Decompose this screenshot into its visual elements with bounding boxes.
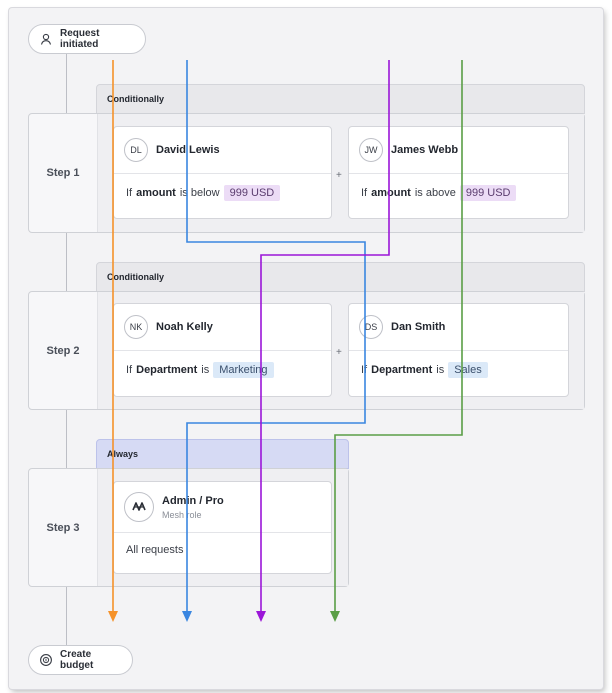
- step-1-condition-label: Conditionally: [107, 94, 164, 104]
- approver-rule: If amount is above 999 USD: [361, 185, 517, 201]
- end-node-label: Create budget: [60, 649, 94, 671]
- step-2-condition: Conditionally: [96, 262, 585, 292]
- rule-operator: is: [436, 364, 445, 376]
- step-2-condition-label: Conditionally: [107, 272, 164, 282]
- approver-name: Dan Smith: [391, 321, 446, 333]
- rule-prefix: If: [126, 364, 133, 376]
- approver-rule: If amount is below 999 USD: [126, 185, 281, 201]
- and-joiner: +: [336, 170, 342, 181]
- rule-value-tag: Marketing: [213, 362, 274, 378]
- rule-prefix: If: [126, 187, 133, 199]
- approver-name: David Lewis: [156, 144, 220, 156]
- rule-value-tag: 999 USD: [223, 185, 281, 201]
- avatar: NK: [124, 315, 148, 339]
- start-node[interactable]: Request initiated: [28, 24, 146, 54]
- approver-role: Mesh role: [162, 509, 202, 520]
- approver-card-header: Admin / Pro Mesh role: [114, 482, 331, 533]
- approver-rule: If Department is Marketing: [126, 362, 274, 378]
- and-joiner: +: [336, 347, 342, 358]
- avatar: JW: [359, 138, 383, 162]
- rule-prefix: If: [361, 364, 368, 376]
- avatar: DL: [124, 138, 148, 162]
- approver-rule: All requests: [126, 544, 184, 556]
- step-3-condition: Always: [96, 439, 349, 469]
- approver-card-dan-smith[interactable]: DS Dan Smith If Department is Sales: [348, 303, 569, 397]
- approver-card-david-lewis[interactable]: DL David Lewis If amount is below 999 US…: [113, 126, 332, 219]
- rule-field: Department: [136, 364, 198, 376]
- approver-card-james-webb[interactable]: JW James Webb If amount is above 999 USD: [348, 126, 569, 219]
- approver-card-header: JW James Webb: [349, 127, 568, 174]
- coin-icon: [39, 653, 53, 667]
- avatar: DS: [359, 315, 383, 339]
- avatar-initials: JW: [364, 145, 378, 155]
- end-node[interactable]: Create budget: [28, 645, 133, 675]
- approver-card-noah-kelly[interactable]: NK Noah Kelly If Department is Marketing: [113, 303, 332, 397]
- step-1-condition: Conditionally: [96, 84, 585, 114]
- approver-card-admin-pro[interactable]: Admin / Pro Mesh role All requests: [113, 481, 332, 574]
- step-3-label: Step 3: [46, 521, 80, 534]
- step-3-condition-label: Always: [107, 449, 139, 459]
- approver-card-header: NK Noah Kelly: [114, 304, 331, 351]
- rule-prefix: If: [361, 187, 368, 199]
- approver-card-header: DL David Lewis: [114, 127, 331, 174]
- rule-operator: is below: [179, 187, 220, 199]
- approver-name: Noah Kelly: [156, 321, 213, 333]
- start-node-label: Request initiated: [60, 28, 100, 50]
- avatar-initials: DL: [130, 145, 142, 155]
- avatar-initials: NK: [129, 322, 143, 332]
- rule-value-tag: 999 USD: [459, 185, 517, 201]
- rule-field: amount: [371, 187, 411, 199]
- rule-operator: is: [201, 364, 210, 376]
- approver-name: Admin / Pro: [162, 494, 224, 507]
- step-1-label: Step 1: [46, 167, 80, 179]
- user-icon: [39, 32, 53, 46]
- rule-field: amount: [136, 187, 176, 199]
- approver-card-header: DS Dan Smith: [349, 304, 568, 351]
- rule-operator: is above: [414, 187, 456, 199]
- step-2-label: Step 2: [46, 344, 80, 357]
- approver-name: James Webb: [391, 144, 459, 156]
- avatar-initials: DS: [364, 322, 378, 332]
- rule-field: Department: [371, 364, 433, 376]
- mesh-icon: [124, 492, 154, 522]
- rule-value-tag: Sales: [448, 362, 488, 378]
- approver-rule: If Department is Sales: [361, 362, 488, 378]
